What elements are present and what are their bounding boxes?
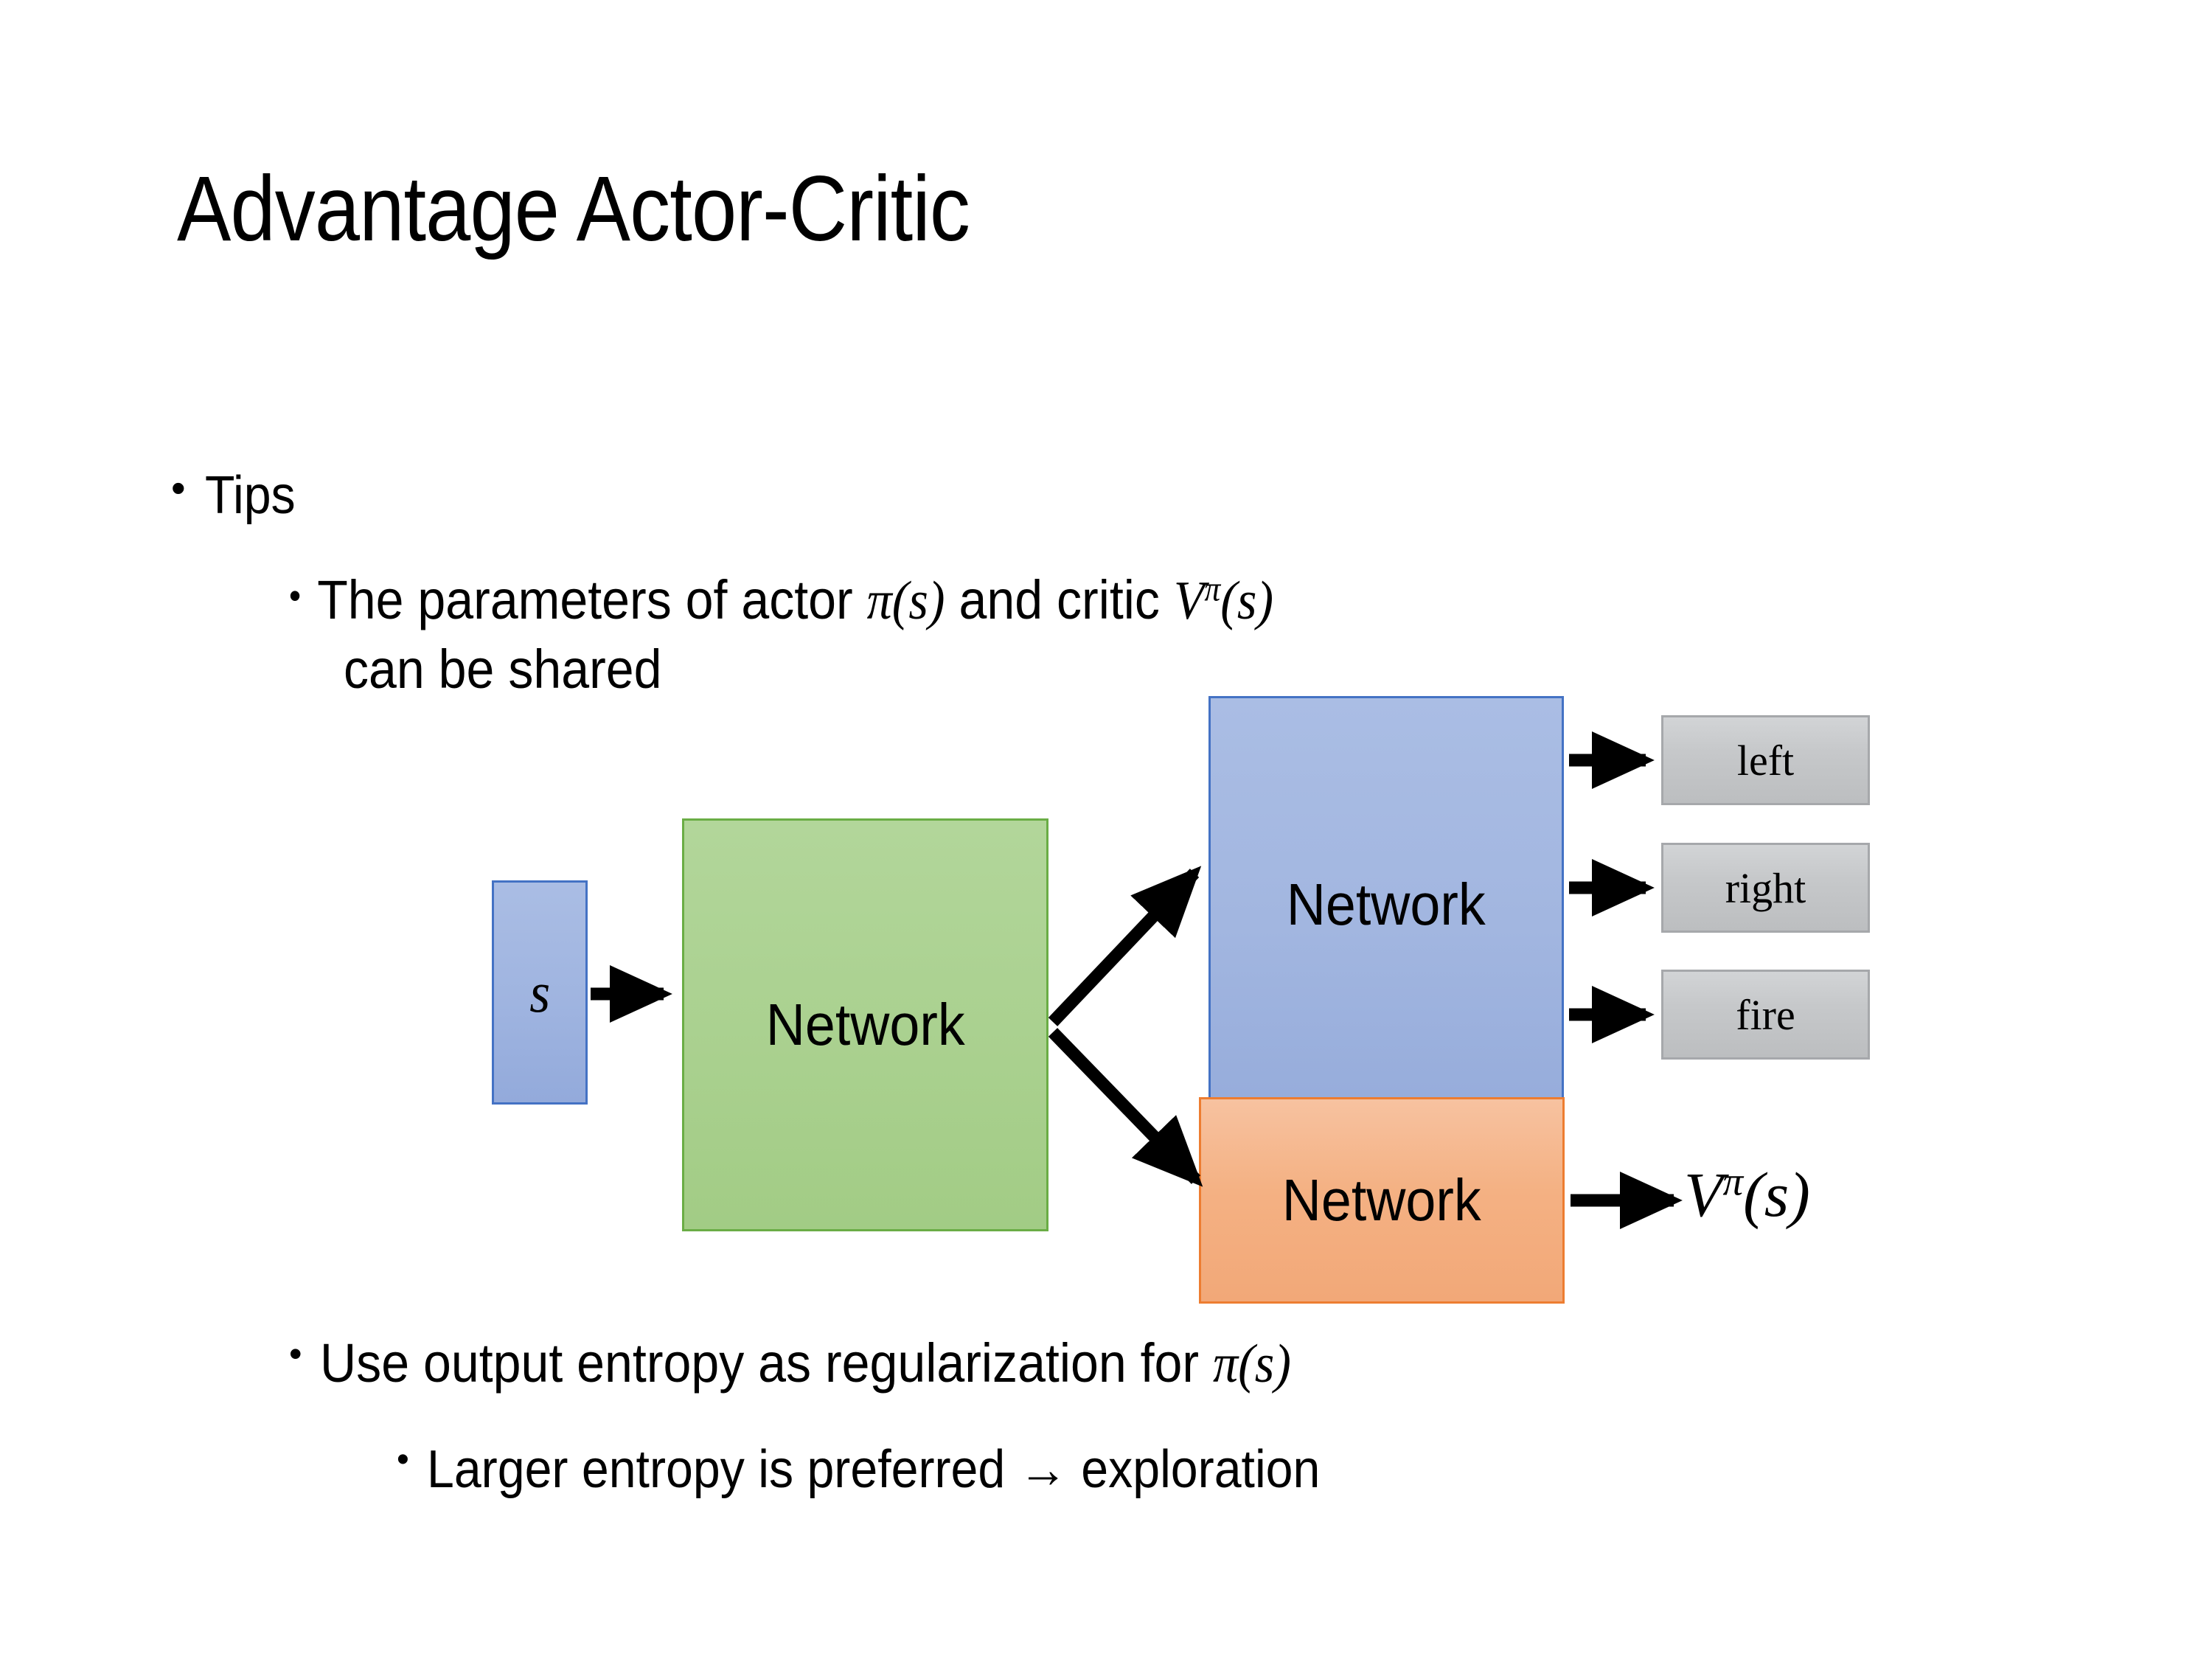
entropy-text-pre: Use output entropy as regularization for [319, 1332, 1213, 1394]
bullet-marker-icon: • [289, 575, 302, 616]
bullet-marker-icon: • [289, 1333, 302, 1374]
bullet-marker-icon: • [171, 465, 186, 511]
action-box-left: left [1661, 715, 1870, 805]
shared-params-text-pre: The parameters of actor [317, 569, 867, 630]
bullet-shared-params-line2: can be shared [344, 638, 662, 700]
arrow-shared-to-actor-network [1048, 866, 1202, 1026]
diagram-input-state-box: s [492, 880, 588, 1105]
math-v-symbol: V [1173, 571, 1205, 631]
math-pi-of-s: π(s) [866, 571, 945, 631]
bullet-entropy-regularization: • Use output entropy as regularization f… [289, 1331, 1375, 1397]
page-title: Advantage Actor-Critic [177, 158, 970, 260]
action-label-fire: fire [1736, 990, 1795, 1039]
bullet-tips: • Tips [171, 465, 303, 527]
math-v-argument: (s) [1220, 571, 1274, 631]
bullet-marker-icon: • [397, 1440, 409, 1479]
arrow-shared-to-critic-network [1048, 1028, 1203, 1187]
action-label-left: left [1736, 736, 1795, 785]
shared-params-text-mid: and critic [945, 569, 1174, 630]
math-pi-of-s: π(s) [1212, 1334, 1291, 1394]
math-v-superscript-pi: π [1204, 570, 1221, 609]
critic-output-value-label: Vπ(s) [1684, 1158, 1810, 1231]
critic-network-label: Network [1282, 1167, 1481, 1233]
bullet-larger-entropy-label: Larger entropy is preferred → exploratio… [426, 1440, 1321, 1499]
action-box-right: right [1661, 843, 1870, 933]
diagram-shared-network-box: Network [682, 818, 1048, 1231]
math-v-symbol: V [1684, 1159, 1723, 1230]
shared-network-label: Network [765, 992, 965, 1057]
math-v-argument: (s) [1743, 1159, 1810, 1230]
bullet-shared-params-line1: • The parameters of actor π(s) and critic… [289, 568, 1273, 634]
bullet-shared-params: • The parameters of actor π(s) and critic… [289, 568, 1911, 703]
diagram-critic-network-box: Network [1199, 1097, 1565, 1304]
diagram-actor-network-box: Network [1208, 696, 1564, 1113]
bullet-entropy-label: Use output entropy as regularization for… [320, 1331, 1291, 1397]
math-v-superscript-pi: π [1722, 1158, 1744, 1204]
input-state-label: s [529, 960, 550, 1024]
bullet-larger-entropy: • Larger entropy is preferred → explorat… [397, 1438, 1397, 1501]
actor-network-label: Network [1287, 871, 1486, 937]
bullet-tips-label: Tips [204, 466, 296, 525]
action-label-right: right [1725, 863, 1806, 912]
action-box-fire: fire [1661, 970, 1870, 1060]
